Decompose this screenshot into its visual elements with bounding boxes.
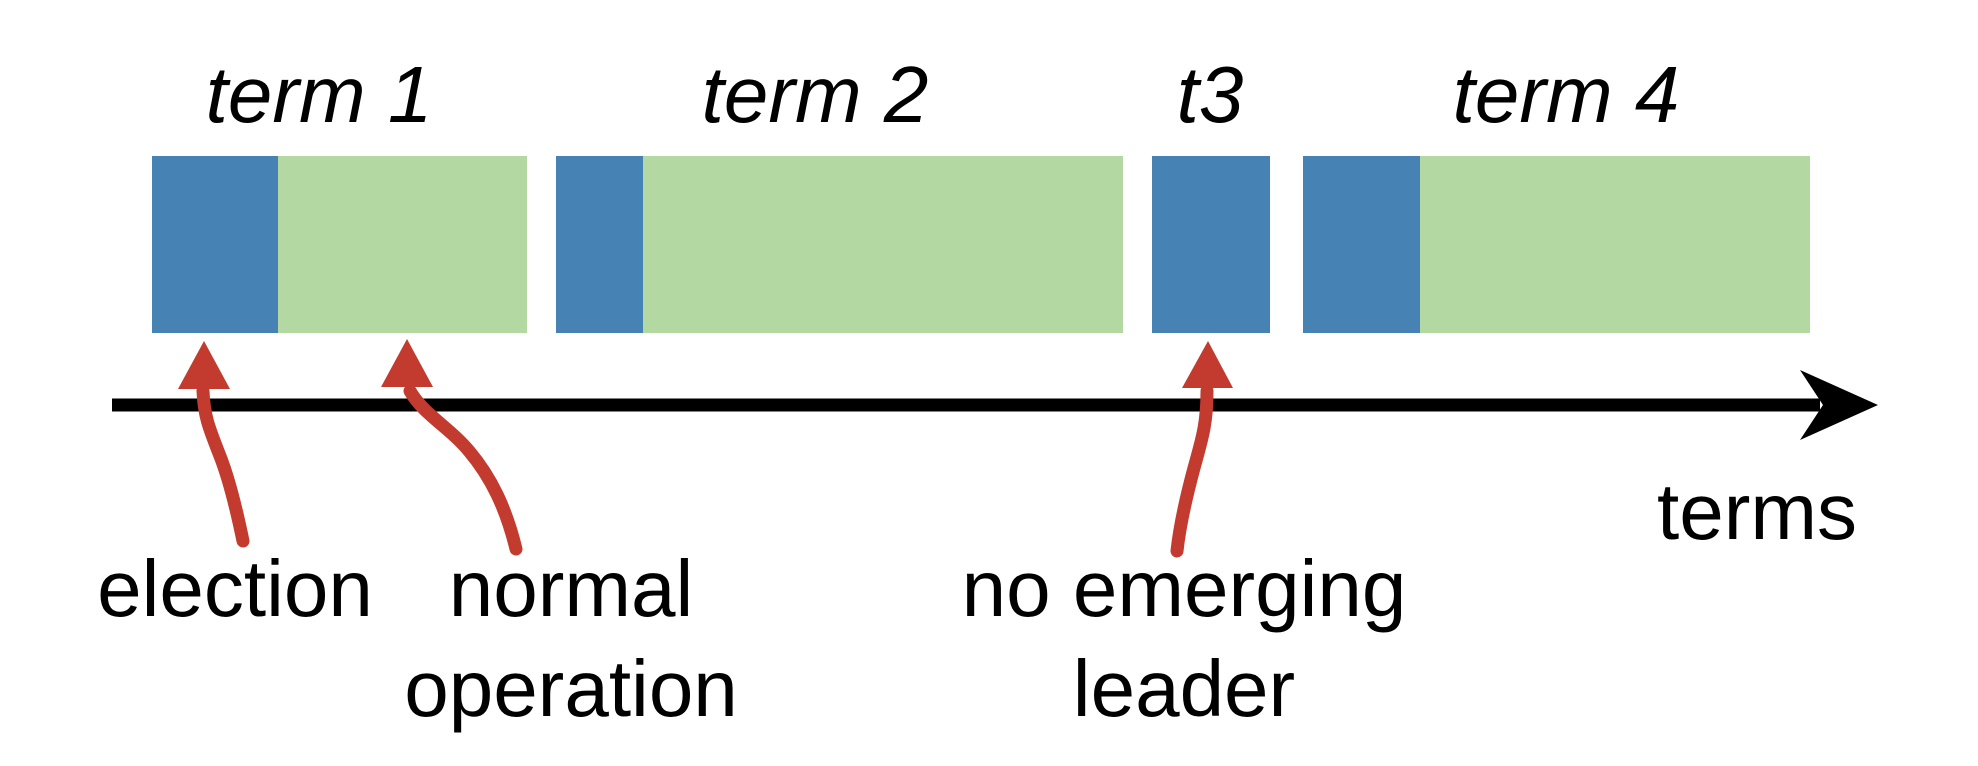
no-emerging-leader-arrow-icon [1170, 384, 1214, 558]
normal-operation-arrow-icon [403, 384, 523, 556]
term1-normal-operation-segment [278, 156, 527, 333]
normal-operation-label-line1: normal [448, 544, 694, 633]
election-label-text: election [97, 544, 373, 633]
term1-label: term 1 [205, 50, 433, 139]
normal-operation-arrowhead-icon [381, 339, 433, 387]
axis-label-terms: terms [1657, 467, 1857, 556]
no-emerging-leader-label-line1: no emerging [961, 544, 1407, 633]
term2-election-segment [556, 156, 643, 333]
no-emerging-leader-arrowhead-icon [1182, 341, 1233, 388]
term1-election-segment [152, 156, 278, 333]
election-arrow-icon [196, 384, 250, 548]
normal-operation-label-line2: operation [404, 644, 738, 733]
normal-operation-label: normal operation [404, 539, 738, 739]
election-arrowhead-icon [178, 341, 230, 389]
term3-label: t3 [1176, 50, 1244, 139]
term2-normal-operation-segment [643, 156, 1123, 333]
term3-election-segment [1152, 156, 1270, 333]
term4-election-segment [1303, 156, 1420, 333]
term4-normal-operation-segment [1420, 156, 1810, 333]
term4-label: term 4 [1452, 50, 1680, 139]
no-emerging-leader-label-line2: leader [1072, 644, 1296, 733]
no-emerging-leader-label: no emerging leader [962, 539, 1407, 739]
election-label: election [97, 539, 373, 639]
term2-label: term 2 [701, 50, 929, 139]
timeline-axis-arrowhead-icon [1800, 370, 1878, 440]
